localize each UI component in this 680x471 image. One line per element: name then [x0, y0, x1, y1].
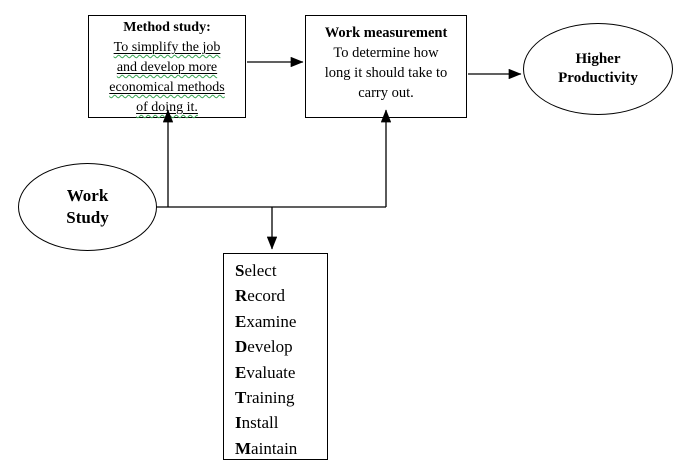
higher-productivity-label-line: Productivity [558, 70, 638, 86]
method-study-line: To simplify the job [113, 40, 221, 55]
step-item: Maintain [235, 438, 298, 458]
higher-productivity-ellipse: Higher Productivity [523, 23, 673, 115]
method-study-line: of doing it. [136, 100, 198, 115]
method-study-line: and develop more [116, 60, 218, 75]
step-item: Evaluate [235, 362, 296, 382]
work-study-label-line: Work [66, 186, 109, 205]
step-item: Develop [235, 337, 293, 357]
step-item: Record [235, 286, 286, 306]
method-study-title: Method study: [123, 20, 211, 35]
work-measurement-line: carry out. [358, 85, 414, 101]
step-item: Select [235, 261, 277, 280]
higher-productivity-label-line: Higher [575, 51, 621, 67]
work-study-label-line: Study [66, 208, 109, 227]
work-study-ellipse: Work Study [18, 163, 157, 251]
steps-box: Select Record Examine Develop Evaluate T… [223, 253, 328, 460]
step-item: Training [235, 388, 295, 408]
work-measurement-title: Work measurement [324, 25, 448, 41]
step-item: Examine [235, 311, 297, 331]
work-measurement-box: Work measurement To determine how long i… [305, 15, 467, 118]
method-study-line: economical methods [109, 80, 225, 95]
method-study-box: Method study: To simplify the job and de… [88, 15, 246, 118]
work-measurement-line: To determine how [333, 45, 439, 61]
work-measurement-line: long it should take to [324, 65, 448, 81]
step-item: Install [235, 413, 279, 433]
